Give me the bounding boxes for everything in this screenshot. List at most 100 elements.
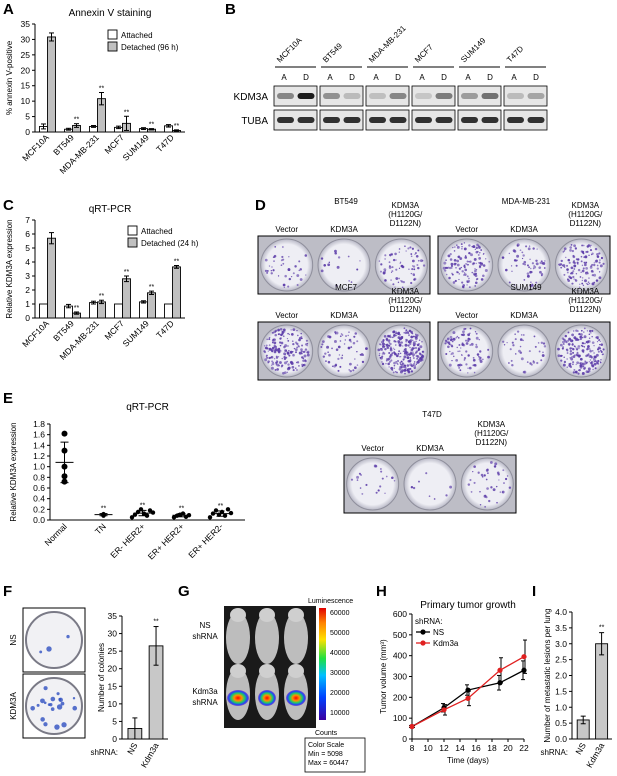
colony	[302, 359, 305, 362]
colony	[474, 248, 476, 251]
colony	[572, 361, 575, 364]
colony	[282, 246, 284, 248]
colony	[565, 348, 569, 351]
culture-dish	[440, 238, 494, 292]
colony	[578, 286, 581, 288]
colony	[459, 369, 462, 372]
plate-condition-label: KDM3A	[416, 444, 444, 453]
colony	[448, 266, 452, 270]
colony	[54, 724, 60, 730]
colony	[584, 261, 588, 264]
colony	[383, 335, 387, 338]
colony	[279, 361, 282, 364]
colony	[458, 343, 461, 346]
colony	[583, 327, 586, 330]
blot-strip	[457, 85, 502, 107]
colony	[338, 354, 341, 356]
colony	[272, 256, 275, 258]
colony	[293, 347, 296, 350]
colony	[421, 358, 424, 362]
blot-cell-label: T47D	[505, 44, 525, 64]
colony	[516, 244, 519, 247]
plate-condition-label-line: KDM3A	[572, 287, 600, 296]
axis-y-tick-label: 20	[21, 65, 31, 75]
colony	[566, 271, 569, 274]
colony	[394, 352, 397, 356]
colony	[462, 286, 465, 289]
colony	[501, 490, 505, 494]
colony	[509, 348, 512, 351]
colony	[280, 365, 283, 368]
colony	[301, 363, 304, 366]
colony	[294, 348, 298, 352]
colony	[384, 258, 386, 260]
mouse-silhouette	[284, 612, 308, 664]
x-tick-label: SUM149	[120, 318, 151, 349]
colony	[595, 360, 598, 363]
colony	[406, 364, 410, 367]
blot-strip	[457, 109, 502, 131]
colony	[563, 338, 566, 341]
colony	[289, 361, 293, 364]
colony	[531, 284, 534, 287]
colony	[599, 264, 603, 268]
colony	[411, 268, 414, 271]
culture-dish	[346, 457, 400, 511]
colony	[273, 260, 275, 262]
colony	[460, 266, 462, 269]
colony	[503, 344, 506, 346]
y-axis-label: % annexin V-positive	[5, 40, 14, 115]
colony	[579, 365, 583, 369]
colony	[298, 269, 301, 272]
colony	[594, 247, 598, 251]
blot-band	[297, 117, 315, 123]
colony	[361, 360, 365, 364]
colony	[400, 355, 402, 358]
colony	[465, 342, 469, 345]
colony	[451, 338, 453, 341]
blot-row-label: TUBA	[241, 116, 268, 127]
colony	[409, 368, 412, 370]
colony	[393, 361, 396, 365]
culture-dish	[317, 238, 371, 292]
colony	[462, 330, 465, 334]
colony	[50, 707, 55, 711]
colony	[599, 259, 601, 261]
colony	[595, 259, 599, 263]
axis-y-tick-label: 30	[21, 34, 31, 44]
colony	[508, 362, 510, 364]
colony	[296, 346, 299, 349]
panel-label-i: I	[532, 583, 536, 600]
colony	[412, 486, 416, 490]
colony	[575, 273, 578, 275]
colony	[390, 366, 394, 370]
colony	[473, 257, 477, 261]
colony	[413, 361, 416, 363]
significance-marker: **	[99, 293, 105, 300]
colony	[581, 349, 585, 353]
colony	[415, 363, 418, 366]
colony	[266, 356, 269, 359]
colony	[299, 278, 303, 281]
colony	[475, 246, 479, 250]
colony	[413, 278, 416, 281]
chart-qrtpcr-tumors: 0.00.20.40.60.81.01.21.41.61.8qRT-PCRRel…	[9, 402, 245, 561]
blot-lane-label: A	[373, 73, 379, 82]
culture-dish	[460, 457, 514, 511]
colony	[388, 366, 390, 368]
colony	[353, 335, 356, 338]
plate-condition-label-line: D1122N)	[570, 305, 602, 314]
colony	[562, 264, 566, 267]
colony	[334, 331, 337, 334]
x-tick-label: 14	[455, 743, 465, 753]
data-point	[465, 687, 471, 693]
colony	[425, 472, 428, 475]
colony	[354, 332, 357, 335]
data-point	[61, 430, 68, 437]
colony	[391, 369, 393, 371]
plate-cell-title: MDA-MB-231	[502, 197, 551, 206]
group-label-line: shRNA	[192, 698, 218, 707]
colony	[564, 334, 568, 338]
blot-lane-label: A	[281, 73, 287, 82]
colony	[542, 342, 546, 345]
